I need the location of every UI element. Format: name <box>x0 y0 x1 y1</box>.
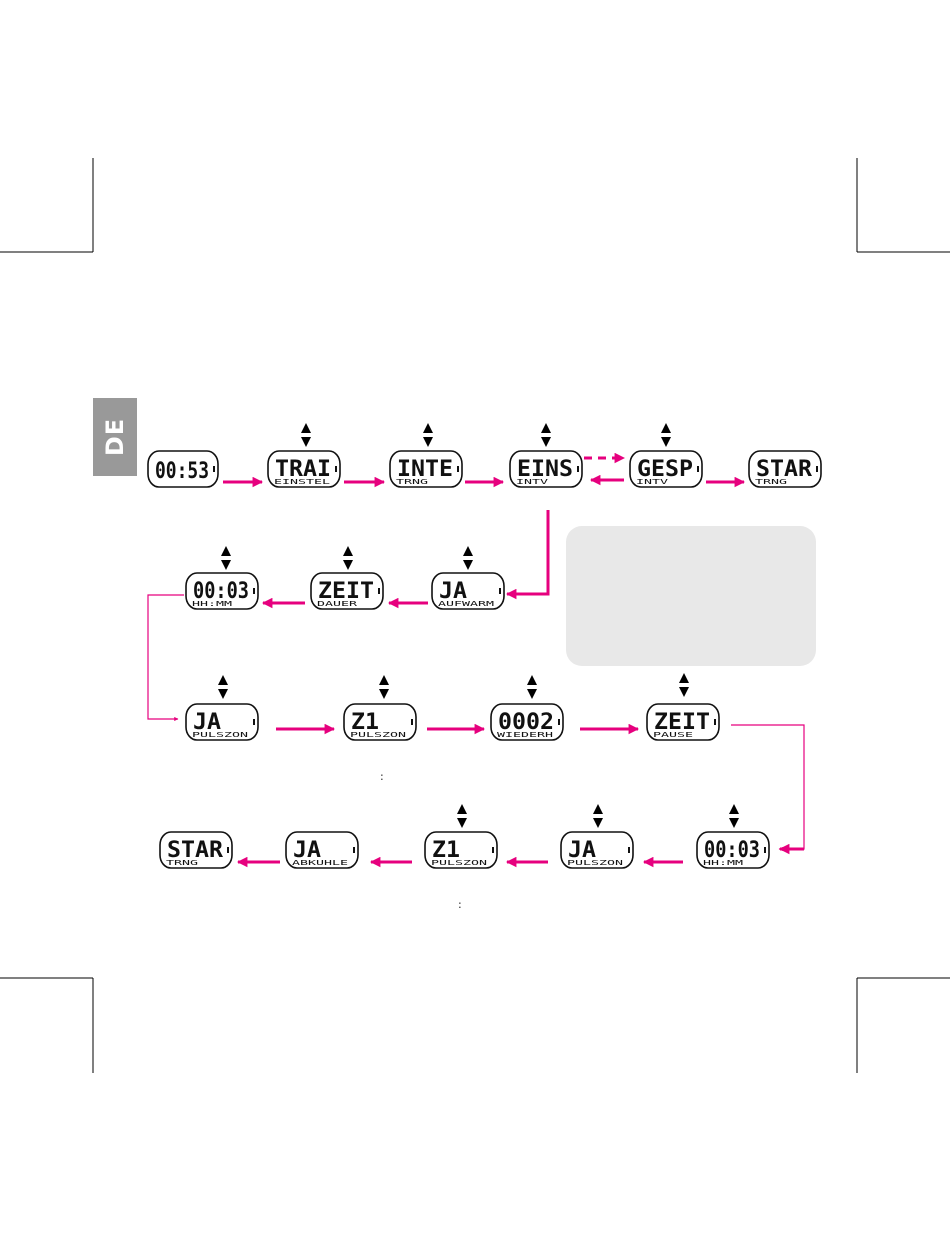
screen-sub-text: HH:MM <box>703 859 743 867</box>
screen-sub-text: TRNG <box>755 478 787 486</box>
up-down-icon <box>457 804 467 828</box>
up-arrow-icon <box>423 423 433 433</box>
up-arrow-icon <box>661 423 671 433</box>
up-down-icon <box>527 675 537 699</box>
screen-main-text: 00:53 <box>155 459 209 484</box>
screen-sub-text: AUFWARM <box>438 600 494 608</box>
up-down-icon <box>343 546 353 570</box>
down-arrow-icon <box>679 687 689 697</box>
screen-sub-text: PULSZON <box>192 731 248 739</box>
screen-sub-text: PAUSE <box>653 731 693 739</box>
up-down-icon <box>729 804 739 828</box>
up-arrow-icon <box>679 673 689 683</box>
screen-sub-text: PULSZON <box>431 859 487 867</box>
up-down-icon <box>379 675 389 699</box>
down-arrow-icon <box>527 689 537 699</box>
watch-screens: 00:53 TRAIEINSTEL INTETRNG EINSINTV GESPINTV… <box>148 451 821 868</box>
down-arrow-icon <box>661 437 671 447</box>
flow-arrow <box>507 510 548 594</box>
down-arrow-icon <box>729 818 739 828</box>
watch-screen-time: 00:53 <box>148 451 218 487</box>
screen-sub-text: PULSZON <box>350 731 406 739</box>
up-down-icon <box>661 423 671 447</box>
up-down-icon <box>463 546 473 570</box>
up-arrow-icon <box>343 546 353 556</box>
flow-arrows <box>223 458 744 862</box>
screen-sub-text: DAUER <box>317 600 358 608</box>
watch-screen-ja-pulszon2: JAPULSZON <box>561 832 633 868</box>
down-arrow-icon <box>541 437 551 447</box>
screen-sub-text: WIEDERH <box>497 731 553 739</box>
screen-sub-text: PULSZON <box>567 859 623 867</box>
up-arrow-icon <box>301 423 311 433</box>
flow-connector <box>148 595 184 719</box>
up-down-icon <box>221 546 231 570</box>
up-arrow-icon <box>527 675 537 685</box>
up-arrow-icon <box>379 675 389 685</box>
down-arrow-icon <box>218 689 228 699</box>
down-arrow-icon <box>379 689 389 699</box>
up-down-icon <box>679 673 689 697</box>
up-arrow-icon <box>457 804 467 814</box>
crop-marks <box>0 158 950 1073</box>
screen-sub-text: INTV <box>516 478 549 486</box>
screen-sub-text: TRNG <box>166 859 198 867</box>
up-down-icon <box>423 423 433 447</box>
up-down-icon <box>541 423 551 447</box>
screen-sub-text: EINSTEL <box>274 478 330 486</box>
down-arrow-icon <box>457 818 467 828</box>
down-arrow-icon <box>343 560 353 570</box>
screen-sub-text: INTV <box>636 478 669 486</box>
down-arrow-icon <box>593 818 603 828</box>
down-arrow-icon <box>463 560 473 570</box>
up-arrow-icon <box>463 546 473 556</box>
screen-sub-text: ABKUHLE <box>292 859 348 867</box>
down-arrow-icon <box>301 437 311 447</box>
up-arrow-icon <box>593 804 603 814</box>
down-arrow-icon <box>423 437 433 447</box>
up-arrow-icon <box>218 675 228 685</box>
screen-sub-text: HH:MM <box>192 600 232 608</box>
up-down-icon <box>301 423 311 447</box>
up-arrow-icon <box>729 804 739 814</box>
watch-screen-eins: EINSINTV <box>510 451 582 487</box>
flow-connector <box>731 725 804 849</box>
up-arrow-icon <box>221 546 231 556</box>
down-arrow-icon <box>221 560 231 570</box>
screen-sub-text: TRNG <box>396 478 428 486</box>
up-down-icon <box>218 675 228 699</box>
up-arrow-icon <box>541 423 551 433</box>
up-down-icon <box>593 804 603 828</box>
